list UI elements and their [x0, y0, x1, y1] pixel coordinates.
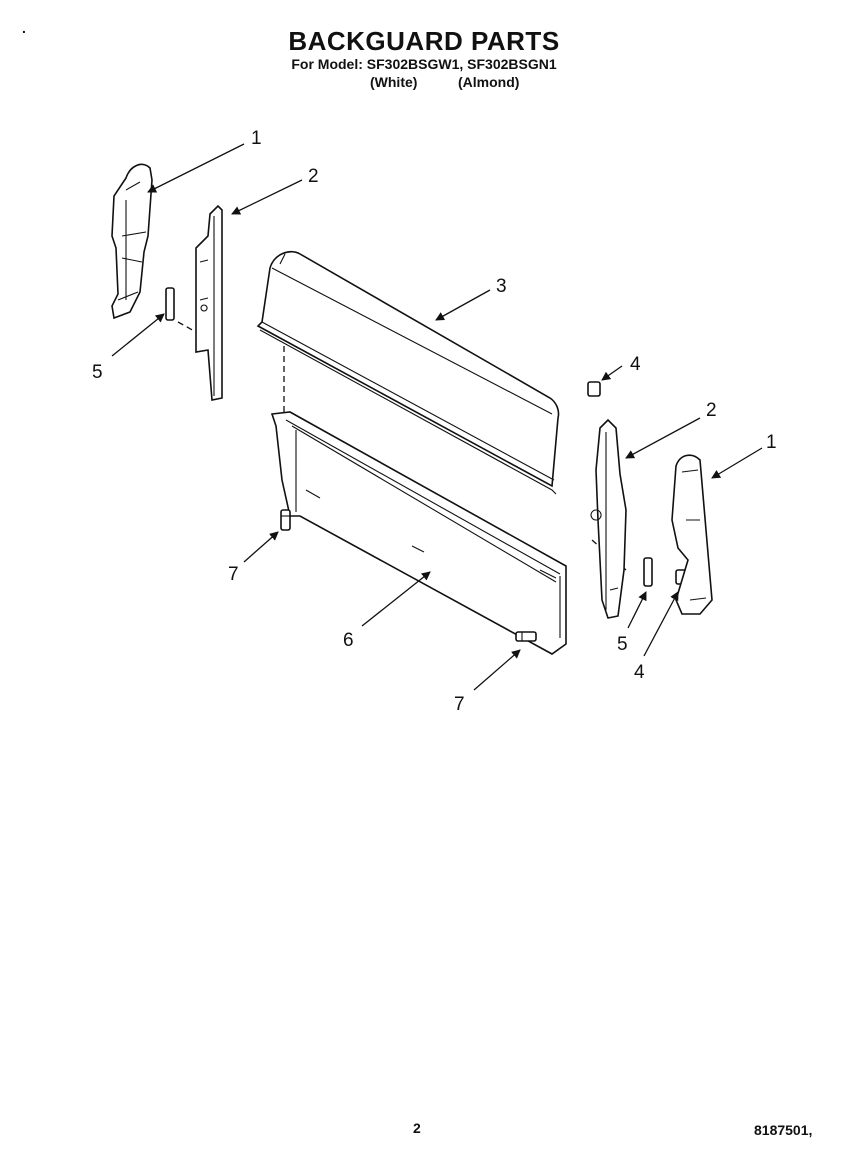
model-colors: (White) (Almond) — [370, 74, 570, 90]
color-white: (White) — [370, 74, 418, 90]
side-bracket-right — [590, 418, 627, 619]
callout-7-left: 7 — [228, 564, 239, 585]
callout-5-left: 5 — [92, 362, 103, 383]
page-number: 2 — [413, 1120, 421, 1136]
bolt-upper — [587, 381, 601, 397]
stray-mark: . — [22, 20, 26, 36]
leader-lines — [111, 143, 763, 691]
backguard-frame — [270, 411, 567, 655]
callout-3: 3 — [496, 276, 507, 297]
callout-4-upper: 4 — [630, 354, 641, 375]
callout-2-left: 2 — [308, 166, 319, 187]
end-cap-right — [671, 454, 713, 615]
clip-right — [643, 557, 653, 587]
color-almond: (Almond) — [458, 74, 520, 90]
callout-labels: 1 2 3 4 2 1 5 7 6 7 5 4 — [92, 128, 777, 715]
side-bracket-left — [195, 204, 223, 401]
document-number: 8187501, — [754, 1122, 813, 1138]
screw-left — [280, 509, 291, 531]
backguard-panel — [256, 250, 560, 495]
callout-4-lower: 4 — [634, 662, 645, 683]
callout-7-right: 7 — [454, 694, 465, 715]
callout-2-right: 2 — [706, 400, 717, 421]
callout-1-left: 1 — [251, 128, 262, 149]
callout-5-right: 5 — [617, 634, 628, 655]
screw-right — [515, 631, 537, 642]
model-numbers: For Model: SF302BSGW1, SF302BSGN1 — [291, 56, 557, 72]
callout-6: 6 — [343, 630, 354, 651]
callout-1-right: 1 — [766, 432, 777, 453]
clip-left — [165, 287, 175, 321]
end-cap-left — [111, 163, 153, 320]
page-title: BACKGUARD PARTS — [288, 26, 560, 56]
